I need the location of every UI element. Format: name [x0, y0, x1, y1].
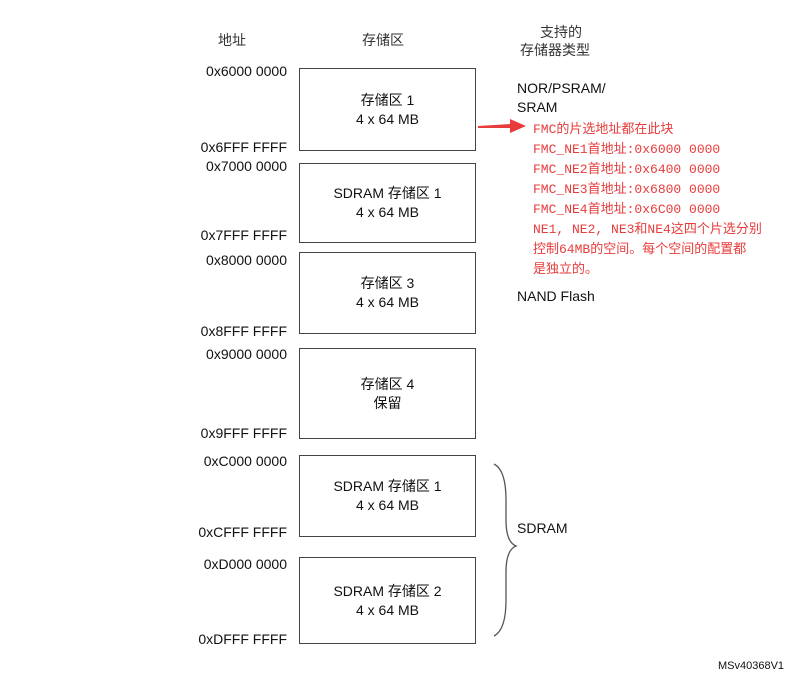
bank-3-size: 4 x 64 MB	[355, 294, 420, 310]
bank-2-start: 0x7000 0000	[206, 158, 287, 174]
bank-3-name: 存储区 3	[360, 275, 415, 291]
red-arrow-icon	[478, 119, 526, 133]
type-nand: NAND Flash	[517, 288, 595, 304]
bank-2-name: SDRAM 存储区 1	[333, 185, 442, 201]
bank-1-end: 0x6FFF FFFF	[200, 139, 287, 155]
bank-1-start: 0x6000 0000	[206, 63, 287, 79]
annotation-line: FMC的片选地址都在此块	[533, 122, 674, 137]
annotation-line: FMC_NE1首地址:0x6000 0000	[533, 142, 721, 157]
type-nor-1: NOR/PSRAM/	[517, 80, 606, 96]
annotation-line: NE1, NE2, NE3和NE4这四个片选分别	[533, 222, 762, 237]
bank-3-box: 存储区 3 4 x 64 MB	[299, 252, 476, 334]
bank-2-box: SDRAM 存储区 1 4 x 64 MB	[299, 163, 476, 243]
bank-5-end: 0xCFFF FFFF	[198, 524, 287, 540]
region-header: 存储区	[362, 32, 404, 48]
bank-6-box: SDRAM 存储区 2 4 x 64 MB	[299, 557, 476, 644]
bank-4-start: 0x9000 0000	[206, 346, 287, 362]
bank-3-end: 0x8FFF FFFF	[200, 323, 287, 339]
supported-header-2: 存储器类型	[520, 42, 590, 58]
bank-4-box: 存储区 4 保留	[299, 348, 476, 439]
bank-5-size: 4 x 64 MB	[355, 497, 420, 513]
bank-1-size: 4 x 64 MB	[355, 110, 420, 127]
bank-4-size: 保留	[373, 394, 402, 411]
annotation-line: FMC_NE4首地址:0x6C00 0000	[533, 202, 721, 217]
fmc-annotation: FMC的片选地址都在此块 FMC_NE1首地址:0x6000 0000 FMC_…	[533, 120, 762, 280]
bank-4-end: 0x9FFF FFFF	[200, 425, 287, 441]
figure-id: MSv40368V1	[718, 660, 785, 672]
annotation-line: 是独立的。	[533, 262, 599, 277]
bank-5-box: SDRAM 存储区 1 4 x 64 MB	[299, 455, 476, 537]
bank-4-name: 存储区 4	[360, 375, 415, 392]
bank-2-size: 4 x 64 MB	[355, 204, 420, 220]
annotation-line: FMC_NE3首地址:0x6800 0000	[533, 182, 721, 197]
address-header: 地址	[218, 32, 246, 48]
type-nor-2: SRAM	[517, 99, 558, 115]
sdram-brace-icon	[493, 463, 518, 637]
bank-6-end: 0xDFFF FFFF	[198, 631, 287, 647]
annotation-line: 控制64MB的空间。每个空间的配置都	[533, 242, 747, 257]
bank-5-start: 0xC000 0000	[203, 453, 287, 469]
bank-1-name: 存储区 1	[360, 91, 415, 108]
bank-6-name: SDRAM 存储区 2	[333, 582, 442, 599]
bank-1-box: 存储区 1 4 x 64 MB	[299, 68, 476, 151]
bank-6-size: 4 x 64 MB	[355, 601, 420, 618]
annotation-line: FMC_NE2首地址:0x6400 0000	[533, 162, 721, 177]
bank-5-name: SDRAM 存储区 1	[333, 478, 442, 494]
bank-6-start: 0xD000 0000	[203, 556, 287, 572]
type-sdram: SDRAM	[517, 520, 568, 536]
bank-2-end: 0x7FFF FFFF	[200, 227, 287, 243]
supported-header-1: 支持的	[540, 24, 582, 40]
bank-3-start: 0x8000 0000	[206, 252, 287, 268]
